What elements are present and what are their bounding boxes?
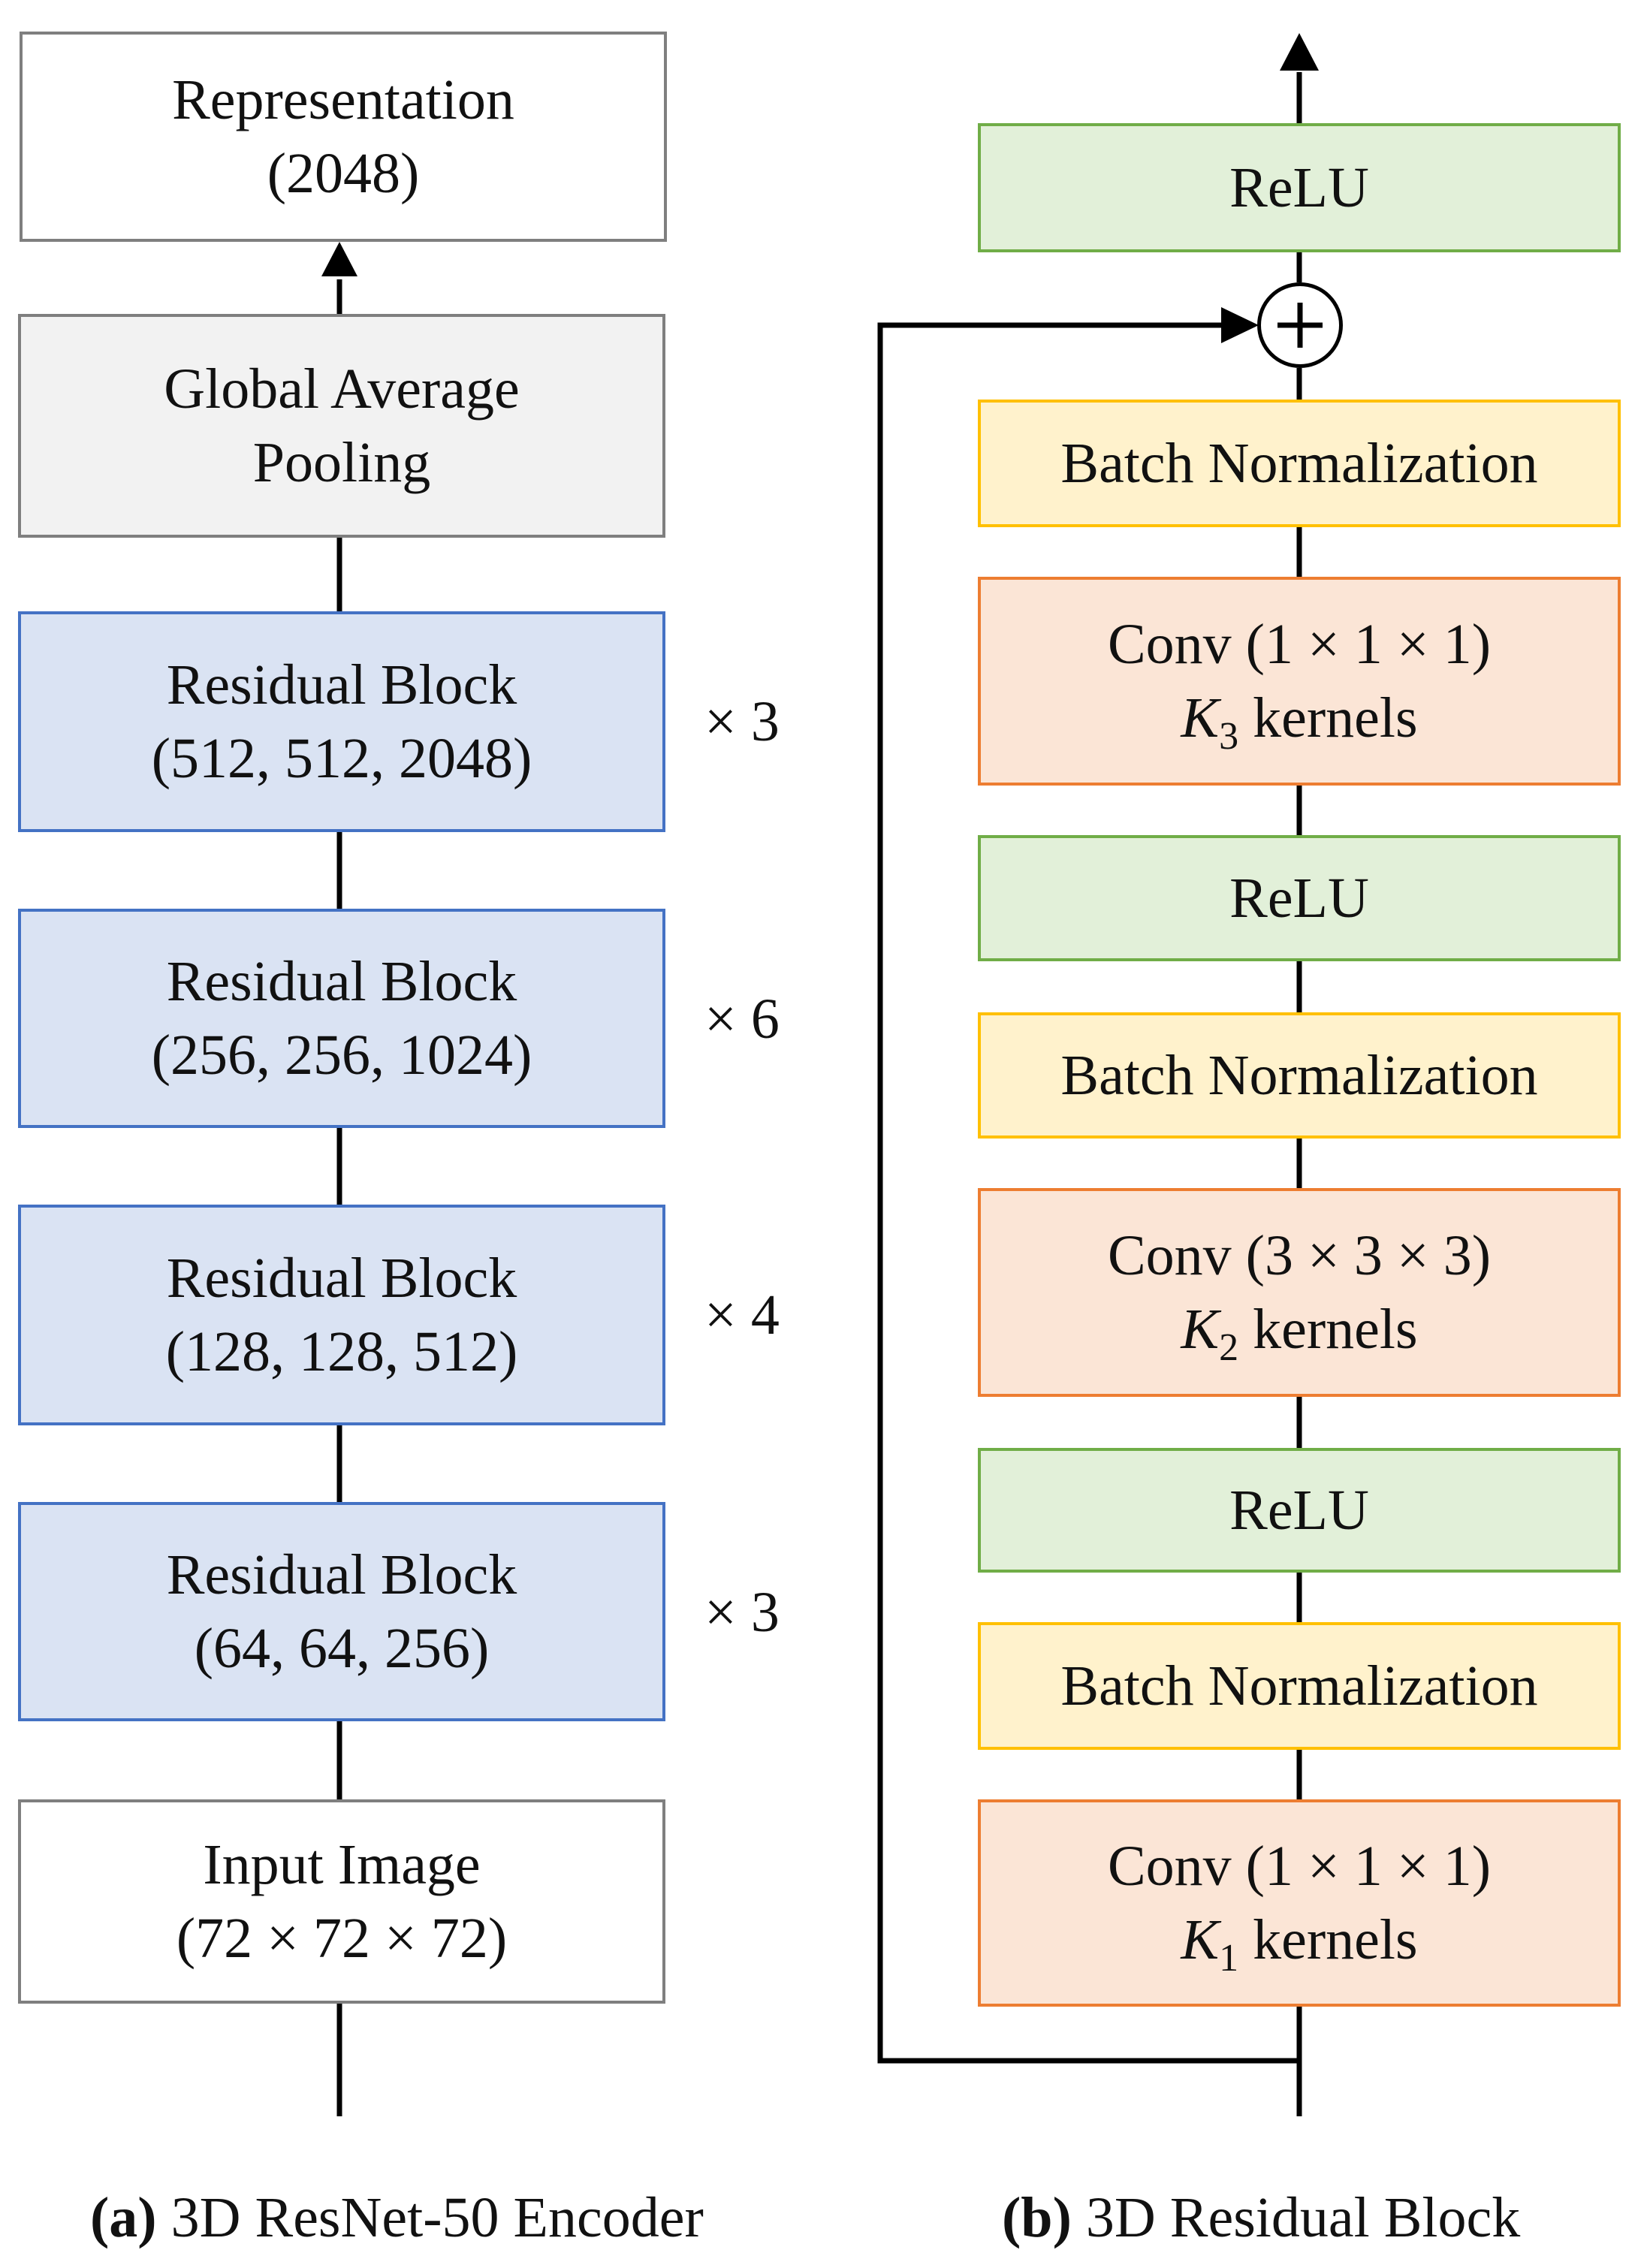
residual-block-title: Residual Block: [166, 1247, 517, 1310]
residual-block-1: Residual Block (512, 512, 2048): [18, 611, 665, 832]
kernels-suffix: kernels: [1238, 1298, 1418, 1361]
conv-op-label: Conv (3 × 3 × 3): [1107, 1224, 1492, 1287]
residual-block-title: Residual Block: [166, 950, 517, 1013]
relu-box-bottom: ReLU: [978, 1448, 1621, 1573]
kernels-suffix: kernels: [1238, 1908, 1418, 1971]
caption-a-label: (a): [90, 2186, 157, 2249]
batch-norm-label: Batch Normalization: [1060, 1044, 1538, 1107]
kernel-symbol: K: [1181, 1908, 1220, 1971]
residual-block-title: Residual Block: [166, 1543, 517, 1606]
relu-label: ReLU: [1229, 156, 1369, 219]
representation-label: Representation: [172, 68, 514, 131]
conv-kernels-label: K2 kernels: [1181, 1292, 1418, 1369]
caption-a-text: 3D ResNet-50 Encoder: [156, 2186, 704, 2249]
batch-norm-box-top: Batch Normalization: [978, 400, 1621, 527]
caption-b-label: (b): [1002, 2186, 1072, 2249]
representation-box: Representation (2048): [20, 32, 667, 242]
arrowhead-representation: [321, 242, 357, 276]
conv-kernels-label: K3 kernels: [1181, 681, 1418, 758]
kernel-subscript: 2: [1219, 1326, 1239, 1369]
kernel-symbol: K: [1181, 686, 1220, 749]
input-image-label: Input Image: [203, 1833, 481, 1896]
batch-norm-box-bottom: Batch Normalization: [978, 1622, 1621, 1750]
global-average-pooling-box: Global Average Pooling: [18, 314, 665, 538]
residual-block-3: Residual Block (128, 128, 512): [18, 1205, 665, 1425]
caption-b: (b) 3D Residual Block: [1002, 2181, 1520, 2254]
pooling-label-line1: Global Average: [164, 357, 520, 421]
conv-box-top: Conv (1 × 1 × 1) K3 kernels: [978, 577, 1621, 786]
relu-label: ReLU: [1229, 1479, 1369, 1542]
relu-label: ReLU: [1229, 867, 1369, 930]
skip-arrowhead: [1221, 307, 1259, 343]
representation-size: (2048): [267, 142, 420, 205]
conv-box-bottom: Conv (1 × 1 × 1) K1 kernels: [978, 1799, 1621, 2007]
residual-block-dims: (512, 512, 2048): [151, 727, 532, 790]
kernel-subscript: 3: [1219, 715, 1239, 758]
residual-block-dims: (64, 64, 256): [194, 1617, 490, 1680]
kernels-suffix: kernels: [1238, 686, 1418, 749]
conv-op-label: Conv (1 × 1 × 1): [1107, 1835, 1492, 1898]
input-image-size: (72 × 72 × 72): [176, 1907, 508, 1970]
skip-connection: [877, 322, 1299, 2064]
relu-box-top: ReLU: [978, 123, 1621, 252]
input-image-box: Input Image (72 × 72 × 72): [18, 1799, 665, 2004]
conv-kernels-label: K1 kernels: [1181, 1903, 1418, 1980]
conv-op-label: Conv (1 × 1 × 1): [1107, 613, 1492, 676]
kernel-symbol: K: [1181, 1298, 1220, 1361]
repeat-count-block-4: × 3: [704, 1581, 780, 1644]
kernel-subscript: 1: [1219, 1937, 1239, 1980]
addition-node: [1257, 282, 1343, 368]
output-arrowhead: [1280, 33, 1319, 71]
repeat-count-block-1: × 3: [704, 690, 780, 753]
batch-norm-label: Batch Normalization: [1060, 432, 1538, 495]
batch-norm-label: Batch Normalization: [1060, 1654, 1538, 1718]
residual-block-title: Residual Block: [166, 653, 517, 716]
repeat-count-block-2: × 6: [704, 988, 780, 1051]
residual-block-dims: (128, 128, 512): [165, 1320, 518, 1383]
relu-box-middle: ReLU: [978, 835, 1621, 961]
residual-block-4: Residual Block (64, 64, 256): [18, 1502, 665, 1721]
caption-b-text: 3D Residual Block: [1071, 2186, 1521, 2249]
conv-box-middle: Conv (3 × 3 × 3) K2 kernels: [978, 1188, 1621, 1397]
residual-block-dims: (256, 256, 1024): [151, 1024, 532, 1087]
batch-norm-box-middle: Batch Normalization: [978, 1012, 1621, 1139]
repeat-count-block-3: × 4: [704, 1283, 780, 1347]
caption-a: (a) 3D ResNet-50 Encoder: [90, 2181, 704, 2254]
residual-block-2: Residual Block (256, 256, 1024): [18, 909, 665, 1128]
pooling-label-line2: Pooling: [252, 431, 431, 494]
plus-icon: [1277, 303, 1323, 348]
